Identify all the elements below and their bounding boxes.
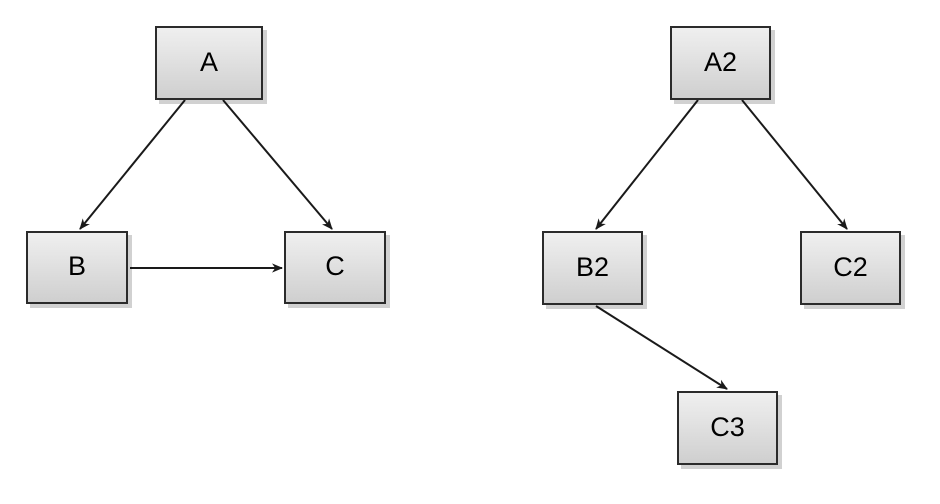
- node-a[interactable]: A: [155, 26, 263, 100]
- node-label-a: A: [199, 46, 218, 77]
- node-label-c2: C2: [833, 251, 868, 282]
- edge-a-to-b: [79, 99, 186, 230]
- node-c[interactable]: C: [284, 231, 386, 304]
- node-c2[interactable]: C2: [800, 231, 901, 305]
- node-b2[interactable]: B2: [542, 231, 643, 305]
- node-c3[interactable]: C3: [677, 391, 778, 465]
- edge-a-to-c: [222, 99, 333, 230]
- node-a2[interactable]: A2: [670, 26, 771, 100]
- node-label-c3: C3: [710, 411, 745, 442]
- edge-a2-to-c2: [741, 99, 848, 230]
- edge-group: [79, 99, 848, 390]
- node-label-a2: A2: [703, 46, 738, 77]
- node-label-b: B: [67, 251, 86, 281]
- edge-a2-to-b2: [595, 99, 699, 230]
- node-b[interactable]: B: [26, 231, 128, 304]
- node-label-b2: B2: [575, 251, 610, 282]
- node-label-c: C: [325, 251, 345, 281]
- edge-b2-to-c3: [595, 305, 728, 390]
